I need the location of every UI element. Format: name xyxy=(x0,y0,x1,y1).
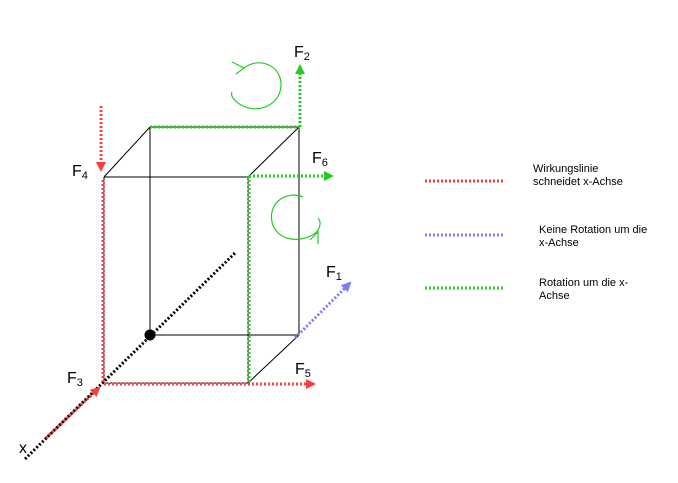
box-edge xyxy=(103,126,151,178)
legend-text-red: Wirkungslinie schneidet x-Achse xyxy=(533,163,623,188)
box-edge xyxy=(247,334,300,384)
legend: Wirkungslinie schneidet x-Achse Keine Ro… xyxy=(425,163,650,302)
box-edge xyxy=(247,126,300,178)
label-f4: F4 xyxy=(72,163,88,182)
green-forces xyxy=(150,64,334,383)
box-wireframe xyxy=(103,126,300,384)
label-f6: F6 xyxy=(312,150,328,169)
rotation-arrow-top xyxy=(230,61,282,110)
label-f1: F1 xyxy=(326,264,342,283)
legend-text-green: Rotation um die x- Achse xyxy=(539,277,631,302)
force-f1-line xyxy=(293,281,352,340)
rotation-arrow-right xyxy=(270,194,321,244)
origin-point xyxy=(144,329,156,341)
label-x-axis: x xyxy=(19,440,27,457)
legend-text-blue: Keine Rotation um die x-Achse xyxy=(539,224,650,249)
label-f5: F5 xyxy=(295,361,311,380)
x-axis-line xyxy=(23,250,238,461)
red-forces xyxy=(44,106,316,440)
label-f2: F2 xyxy=(294,44,310,63)
label-f3: F3 xyxy=(67,370,83,389)
force-f3-line xyxy=(44,386,101,440)
